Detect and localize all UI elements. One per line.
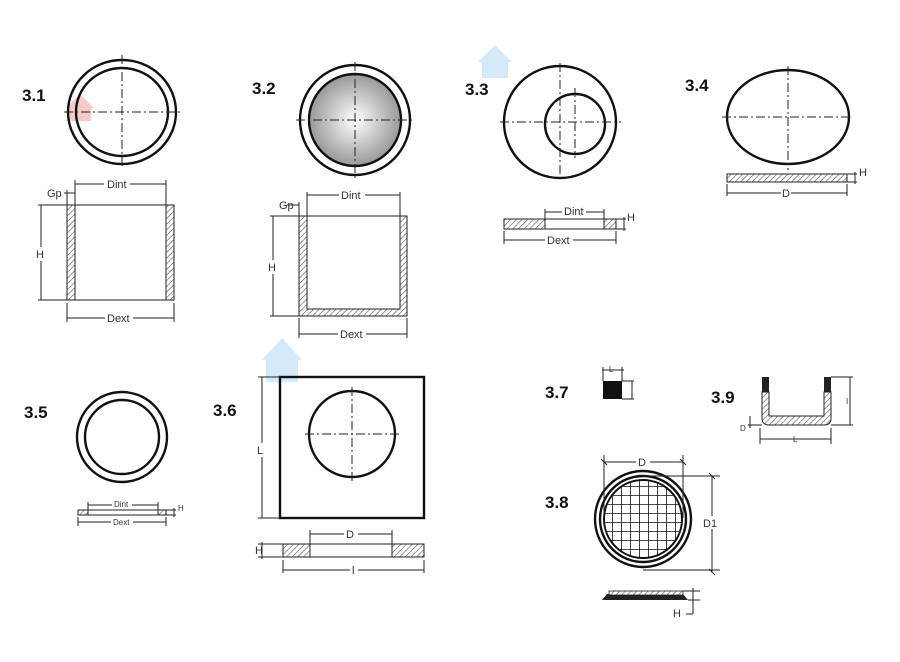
dim-d: D xyxy=(740,424,746,433)
dim-h: H xyxy=(255,545,263,557)
figure-3-1-cylinder-sleeve: 3.1 Dint Gp H Dext xyxy=(22,55,181,325)
dim-h: H xyxy=(268,262,276,274)
dim-l: L xyxy=(793,435,798,444)
dim-h: H xyxy=(673,608,681,620)
figure-3-9-u-bolt: 3.9 D L I xyxy=(711,376,853,444)
figure-label: 3.6 xyxy=(213,401,237,420)
figure-3-7-square-block: 3.7 L I xyxy=(545,365,634,402)
dim-dext: Dext xyxy=(340,329,363,341)
dim-h: I xyxy=(846,397,848,406)
figure-label: 3.5 xyxy=(24,403,48,422)
figure-3-5-thin-ring: 3.5 Dint H Dext xyxy=(24,390,184,527)
dim-h: H xyxy=(36,249,44,261)
watermark-house-icon xyxy=(66,45,512,382)
figure-3-3-washer-ring: 3.3 Dint H Dext xyxy=(465,63,635,247)
dim-dext: Dext xyxy=(107,313,130,325)
dim-d: D xyxy=(638,457,646,469)
dim-h: H xyxy=(178,504,184,513)
figure-label: 3.2 xyxy=(252,79,276,98)
dim-dint: Dint xyxy=(107,179,127,191)
dim-dint: Dint xyxy=(341,190,361,202)
dim-d: D xyxy=(782,188,790,200)
dim-h: I xyxy=(631,386,633,395)
figure-label: 3.7 xyxy=(545,383,569,402)
dim-gp: Gp xyxy=(47,188,62,200)
dim-gp: Gp xyxy=(279,200,294,212)
dim-d1: D1 xyxy=(703,518,717,530)
dim-dint: Dint xyxy=(114,500,129,509)
figure-3-8-grated-cover: 3.8 D D1 H xyxy=(545,455,721,620)
figure-label: 3.4 xyxy=(685,76,709,95)
dim-l: L xyxy=(257,445,263,457)
dim-h: H xyxy=(627,212,635,224)
figure-label: 3.9 xyxy=(711,388,735,407)
figure-3-4-oval-disc: 3.4 H D xyxy=(685,66,867,200)
dim-l-lower: l xyxy=(352,565,354,577)
dim-dint: Dint xyxy=(564,206,584,218)
dim-dext: Dext xyxy=(113,518,130,527)
figure-3-2-cup: 3.2 Dint Gp H Dext xyxy=(252,62,414,341)
dim-dext: Dext xyxy=(547,235,570,247)
figure-label: 3.1 xyxy=(22,86,46,105)
dim-h: H xyxy=(859,167,867,179)
dim-l: L xyxy=(609,365,614,374)
figure-label: 3.3 xyxy=(465,80,489,99)
figure-3-6-square-plate: 3.6 L D H l xyxy=(213,375,426,577)
dim-d: D xyxy=(346,529,354,541)
figure-label: 3.8 xyxy=(545,493,569,512)
